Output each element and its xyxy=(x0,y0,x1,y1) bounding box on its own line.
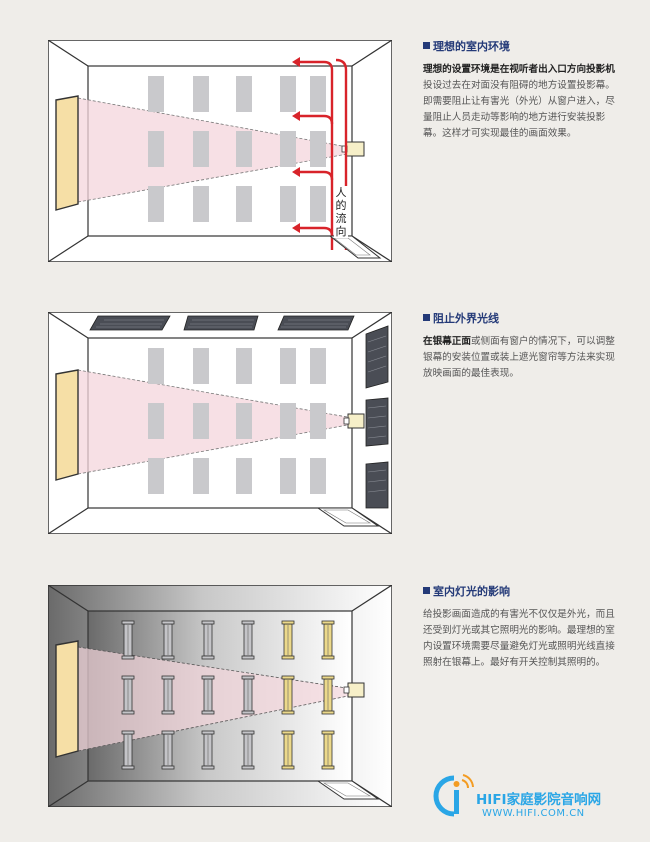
section-title-text: 室内灯光的影响 xyxy=(433,585,510,598)
light-column-cap xyxy=(321,765,335,770)
section-body: 理想的设置环境是在视听者出入口方向投影机投设过去在对面没有阻碍的地方设置投影幕。… xyxy=(423,62,623,142)
logo-url: WWW.HIFI.COM.CN xyxy=(482,808,585,819)
seat-blocks xyxy=(148,76,326,222)
ceiling-windows xyxy=(89,315,355,331)
section-body-bold: 在银幕正面 xyxy=(423,336,471,347)
light-column-cap xyxy=(201,655,215,660)
light-column-cap xyxy=(201,765,215,770)
light-column-cap xyxy=(121,710,135,715)
light-column-cap xyxy=(321,710,335,715)
section-body-text: 或侧面有窗户的情况下，可以调整银幕的安装位置或装上遮光窗帘等方法来实现放映画面的… xyxy=(423,336,615,379)
bullet-square-icon xyxy=(423,587,430,594)
room-diagram-ideal: 人 的 流 向 xyxy=(48,40,392,262)
room-diagram-lighting xyxy=(48,585,392,807)
light-column-cap xyxy=(161,765,175,770)
light-column-cap xyxy=(281,620,295,625)
light-column-cap xyxy=(201,675,215,680)
section-title: 阻止外界光线 xyxy=(423,312,623,326)
light-column-cap xyxy=(121,675,135,680)
flow-label-char: 的 xyxy=(335,199,347,212)
light-column-cap xyxy=(201,620,215,625)
light-column-cap xyxy=(121,620,135,625)
light-column-cap xyxy=(321,655,335,660)
flow-label-char: 向 xyxy=(335,225,347,238)
light-column-cap xyxy=(241,710,255,715)
light-column-cap xyxy=(281,765,295,770)
logo-name: HIFI家庭影院音响网 xyxy=(476,792,602,808)
flow-label: 人 的 流 向 xyxy=(334,186,348,238)
light-column-cap xyxy=(161,730,175,735)
light-column-cap xyxy=(161,655,175,660)
section-title: 理想的室内环境 xyxy=(423,40,623,54)
section-body-text: 投设过去在对面没有阻碍的地方设置投影幕。即需要阻止让有害光（外光）从窗户进入，尽… xyxy=(423,80,615,139)
side-windows xyxy=(365,325,389,509)
light-column-cap xyxy=(321,675,335,680)
flow-label-char: 人 xyxy=(335,186,347,199)
light-column-cap xyxy=(161,675,175,680)
light-column-cap xyxy=(201,710,215,715)
section-body-text: 给投影画面造成的有害光不仅仅是外光，而且还受到灯光或其它照明光的影响。最理想的室… xyxy=(423,609,615,668)
light-column-cap xyxy=(321,620,335,625)
room-diagram-outside-light xyxy=(48,312,392,534)
section-indoor-lighting: 室内灯光的影响 给投影画面造成的有害光不仅仅是外光，而且还受到灯光或其它照明光的… xyxy=(423,585,623,671)
section-ideal-environment: 理想的室内环境 理想的设置环境是在视听者出入口方向投影机投设过去在对面没有阻碍的… xyxy=(423,40,623,142)
light-column-cap xyxy=(121,730,135,735)
section-title-text: 阻止外界光线 xyxy=(433,312,499,325)
section-body-bold: 理想的设置环境是在视听者出入口方向投影机 xyxy=(423,64,615,75)
light-column-cap xyxy=(161,620,175,625)
light-column-cap xyxy=(241,620,255,625)
light-column-cap xyxy=(201,730,215,735)
light-column-cap xyxy=(241,730,255,735)
light-column-cap xyxy=(321,730,335,735)
seat-blocks xyxy=(148,348,326,494)
section-body: 给投影画面造成的有害光不仅仅是外光，而且还受到灯光或其它照明光的影响。最理想的室… xyxy=(423,607,623,671)
section-title-text: 理想的室内环境 xyxy=(433,40,510,53)
light-column-cap xyxy=(281,710,295,715)
light-column-cap xyxy=(121,765,135,770)
light-column-cap xyxy=(281,655,295,660)
light-column-cap xyxy=(281,730,295,735)
section-block-outside-light: 阻止外界光线 在银幕正面或侧面有窗户的情况下，可以调整银幕的安装位置或装上遮光窗… xyxy=(423,312,623,382)
light-column-cap xyxy=(161,710,175,715)
section-title: 室内灯光的影响 xyxy=(423,585,623,599)
bullet-square-icon xyxy=(423,314,430,321)
flow-label-char: 流 xyxy=(335,212,347,225)
hifi-logo-icon xyxy=(433,774,474,817)
light-columns xyxy=(121,620,335,770)
light-column-cap xyxy=(241,655,255,660)
light-column-cap xyxy=(121,655,135,660)
bullet-square-icon xyxy=(423,42,430,49)
light-column-cap xyxy=(281,675,295,680)
section-body: 在银幕正面或侧面有窗户的情况下，可以调整银幕的安装位置或装上遮光窗帘等方法来实现… xyxy=(423,334,623,382)
light-column-cap xyxy=(241,675,255,680)
hifi-logo[interactable]: HIFI家庭影院音响网 WWW.HIFI.COM.CN xyxy=(432,772,642,822)
light-column-cap xyxy=(241,765,255,770)
